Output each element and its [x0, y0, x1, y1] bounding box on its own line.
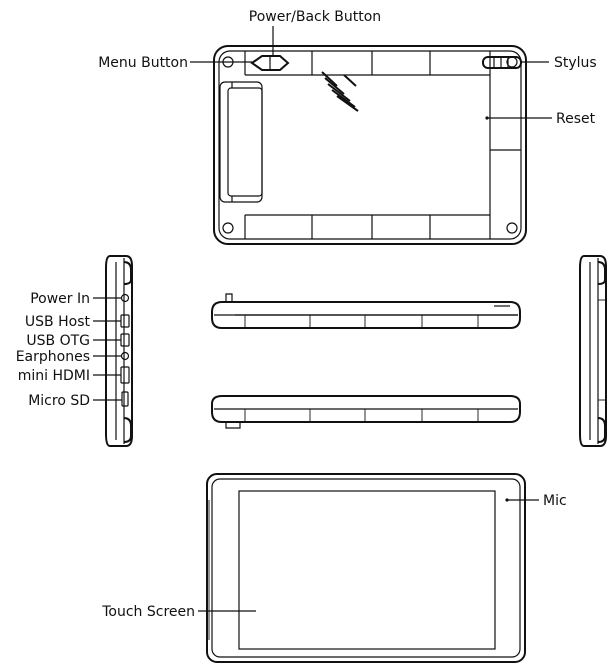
tablet-back-view	[213, 45, 527, 245]
touch-screen-label: Touch Screen	[101, 604, 195, 620]
tablet-left-side-view	[105, 255, 133, 447]
power-back-button-icon	[250, 55, 290, 71]
usb-otg-label: USB OTG	[26, 333, 90, 349]
reset-label: Reset	[556, 111, 596, 127]
tablet-front-view	[206, 473, 526, 663]
reset-hole-icon	[485, 116, 489, 120]
tablet-top-edge-view	[211, 293, 521, 329]
touch-screen-area	[238, 490, 496, 650]
mic-icon	[505, 498, 509, 502]
power-in-label: Power In	[30, 291, 90, 307]
earphones-label: Earphones	[16, 349, 90, 365]
mini-hdmi-label: mini HDMI	[18, 368, 90, 384]
port-leaders	[93, 297, 122, 401]
tablet-right-side-view	[579, 255, 607, 447]
front-view-leaders	[198, 499, 539, 612]
menu-button-label: Menu Button	[98, 55, 188, 71]
stylus-label: Stylus	[554, 55, 597, 71]
usb-host-label: USB Host	[25, 314, 91, 330]
micro-sd-label: Micro SD	[28, 393, 90, 409]
back-view-leaders	[190, 26, 552, 119]
mic-label: Mic	[543, 493, 567, 509]
tablet-bottom-edge-view	[211, 395, 521, 429]
speaker-grille-icon	[321, 71, 359, 112]
power-back-button-label: Power/Back Button	[249, 9, 381, 25]
